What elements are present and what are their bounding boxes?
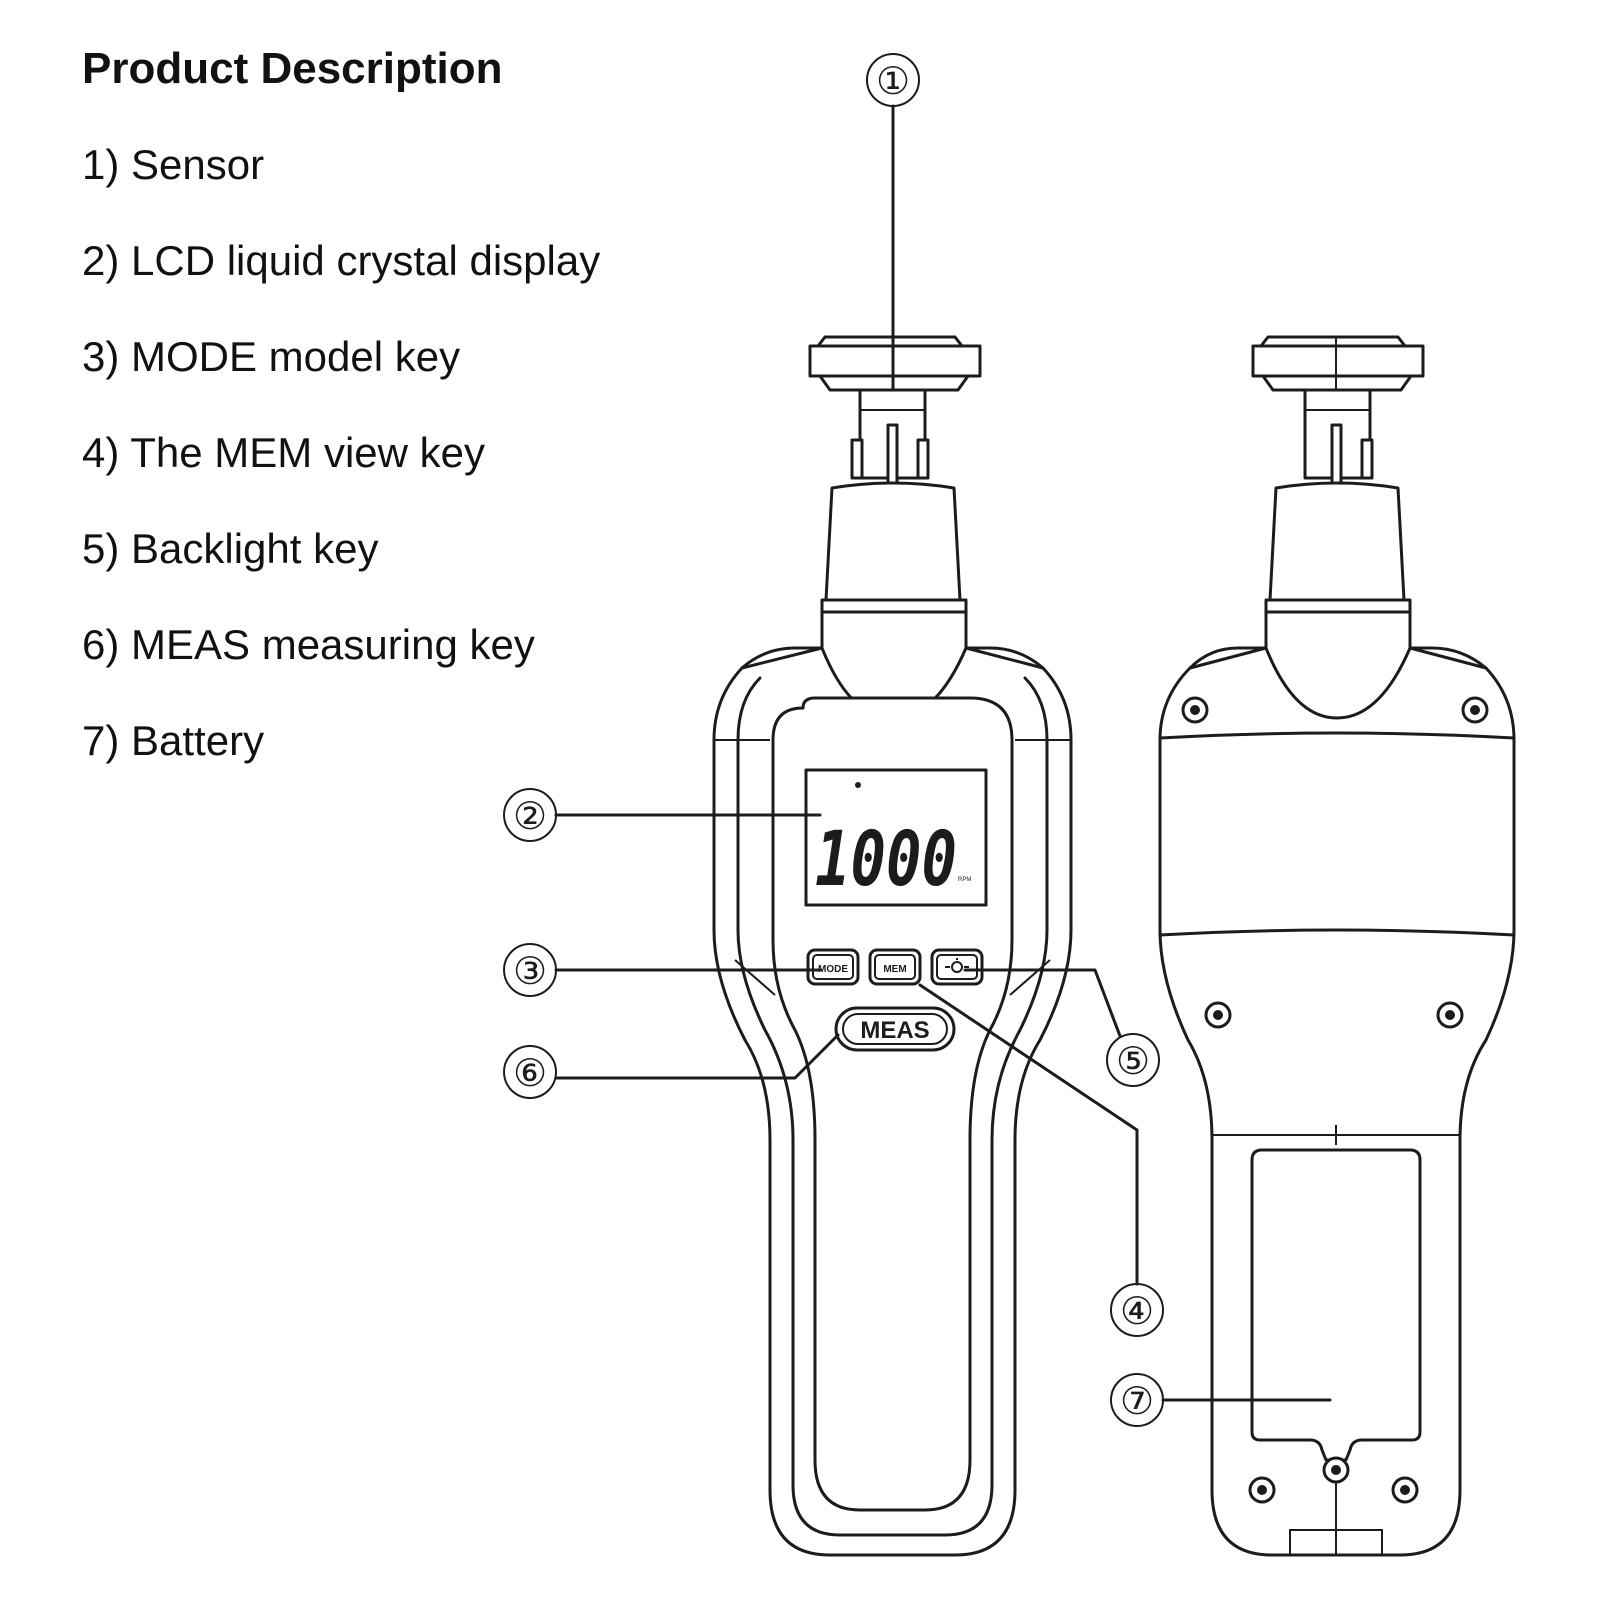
description-item-backlight-key: 5) Backlight key — [82, 525, 379, 572]
description-item-meas-key: 6) MEAS measuring key — [82, 621, 535, 668]
description-item-lcd: 2) LCD liquid crystal display — [82, 237, 601, 284]
callout-2-number: ② — [513, 794, 547, 838]
callout-3-number: ③ — [513, 949, 547, 993]
callout-4-number: ④ — [1120, 1289, 1154, 1333]
description-item-mem-key: 4) The MEM view key — [82, 429, 485, 476]
backlight-icon — [945, 958, 969, 973]
back-view — [1158, 335, 1516, 1557]
meas-key[interactable]: MEAS — [834, 1006, 956, 1052]
callout-3: ③ — [503, 943, 822, 997]
callout-5: ⑤ — [963, 968, 1160, 1087]
backlight-key[interactable] — [930, 948, 984, 986]
callout-6: ⑥ — [503, 1033, 840, 1099]
callout-4: ④ — [918, 983, 1164, 1337]
sound-icon — [855, 782, 861, 788]
callout-2: ② — [503, 788, 822, 842]
lcd-reading: 1000 — [815, 814, 957, 903]
description-item-battery: 7) Battery — [82, 717, 265, 764]
meas-key-label: MEAS — [860, 1017, 929, 1044]
callout-1: ① — [866, 53, 920, 392]
callout-5-number: ⑤ — [1116, 1039, 1150, 1083]
screw-bottom-right — [1391, 1476, 1419, 1504]
callout-1-number: ① — [876, 59, 910, 103]
lcd-unit: RPM — [958, 877, 971, 883]
mem-key[interactable]: MEM — [868, 948, 922, 986]
front-view: 1000 RPM MODE MEM MEAS — [712, 335, 1073, 1557]
mode-key[interactable]: MODE — [806, 948, 860, 986]
description-item-sensor: 1) Sensor — [82, 141, 265, 188]
screw-top-left — [1181, 696, 1209, 724]
lcd-screen — [804, 768, 988, 907]
mem-key-label: MEM — [883, 964, 906, 975]
battery-cover — [1250, 1148, 1422, 1462]
callout-7-number: ⑦ — [1120, 1379, 1154, 1423]
screw-bottom-left — [1248, 1476, 1276, 1504]
description-title: Product Description — [82, 44, 503, 93]
screw-mid-left — [1204, 1001, 1232, 1029]
description-list: 1) Sensor 2) LCD liquid crystal display … — [82, 140, 600, 812]
callout-6-number: ⑥ — [513, 1051, 547, 1095]
callout-7: ⑦ — [1110, 1373, 1332, 1427]
screw-mid-right — [1436, 1001, 1464, 1029]
mode-key-label: MODE — [818, 964, 848, 975]
front-sensor — [808, 335, 982, 487]
back-sensor — [1251, 335, 1425, 487]
description-item-mode-key: 3) MODE model key — [82, 333, 461, 380]
screw-top-right — [1461, 696, 1489, 724]
